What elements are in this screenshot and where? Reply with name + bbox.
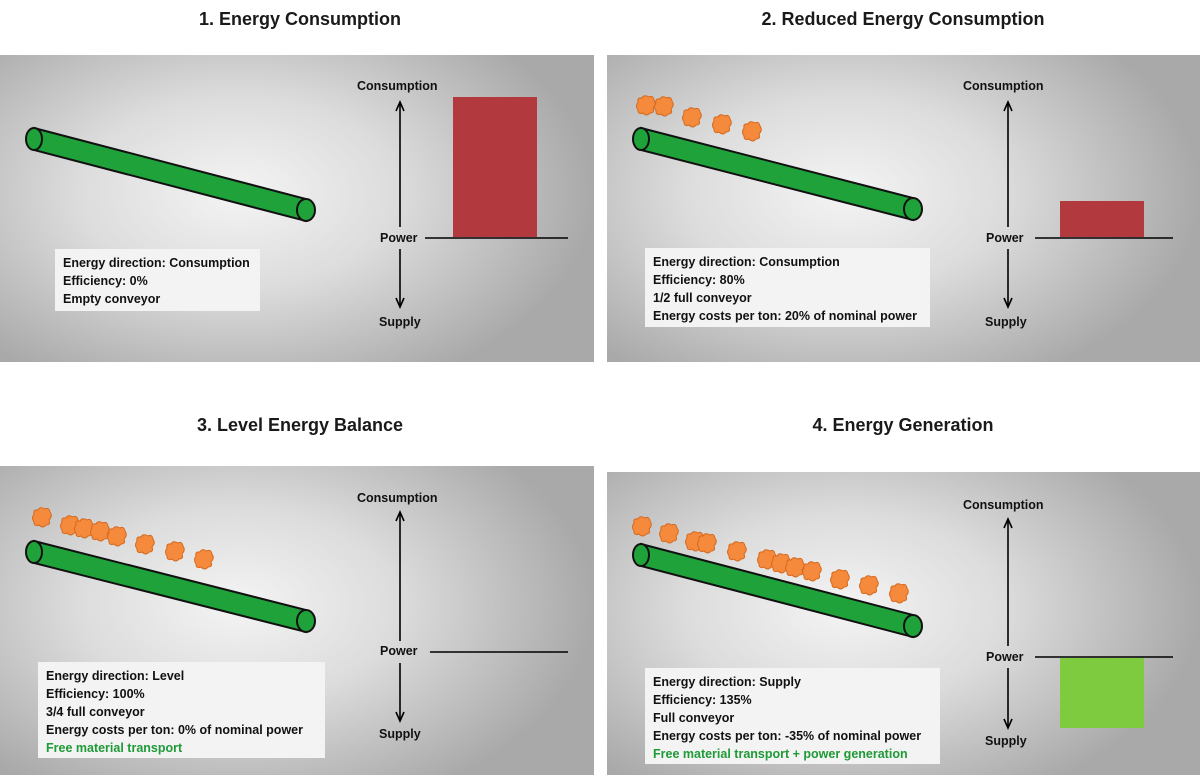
conveyor-fill: Full conveyor xyxy=(653,711,735,725)
axis-label-power: Power xyxy=(986,231,1024,245)
info-box: Energy direction: Consumption Efficiency… xyxy=(55,249,260,311)
energy-costs: Energy costs per ton: 0% of nominal powe… xyxy=(46,723,303,737)
power-bar xyxy=(1060,201,1144,237)
power-axis xyxy=(1003,100,1173,309)
axis-label-supply: Supply xyxy=(985,315,1027,329)
info-box: Energy direction: Supply Efficiency: 135… xyxy=(645,668,940,764)
panel-2: Consumption Power Supply Energy directio… xyxy=(607,55,1200,362)
info-box: Energy direction: Consumption Efficiency… xyxy=(645,248,930,327)
panel-4-title: 4. Energy Generation xyxy=(812,415,994,435)
axis-label-power: Power xyxy=(380,644,418,658)
efficiency: Efficiency: 100% xyxy=(46,687,145,701)
conveyor-roller xyxy=(632,126,923,222)
efficiency: Efficiency: 0% xyxy=(63,274,148,288)
axis-label-supply: Supply xyxy=(985,734,1027,748)
energy-costs: Energy costs per ton: -35% of nominal po… xyxy=(653,729,922,743)
energy-direction: Energy direction: Consumption xyxy=(653,255,840,269)
conveyor-fill: 1/2 full conveyor xyxy=(653,291,752,305)
panel-3-diagram xyxy=(25,507,568,723)
axis-label-consumption: Consumption xyxy=(963,498,1044,512)
benefit-note: Free material transport xyxy=(46,741,183,755)
axis-label-consumption: Consumption xyxy=(357,491,438,505)
material-lumps xyxy=(632,516,909,604)
power-axis xyxy=(395,100,568,309)
panel-2-title: 2. Reduced Energy Consumption xyxy=(761,9,1045,29)
energy-direction: Energy direction: Level xyxy=(46,669,185,683)
material-lumps xyxy=(32,507,214,570)
panel-4-diagram xyxy=(632,516,1173,730)
panel-1-title: 1. Energy Consumption xyxy=(198,9,402,29)
panel-4: Consumption Power Supply Energy directio… xyxy=(607,472,1200,775)
axis-label-supply: Supply xyxy=(379,315,421,329)
panel-1-diagram xyxy=(25,97,568,309)
panel-3: Consumption Power Supply Energy directio… xyxy=(0,466,594,775)
panel-2-diagram xyxy=(632,95,1173,309)
axis-label-power: Power xyxy=(380,231,418,245)
conveyor-roller xyxy=(632,542,923,639)
conveyor-roller xyxy=(25,126,316,223)
benefit-note: Free material transport + power generati… xyxy=(653,747,908,761)
power-axis xyxy=(395,510,568,723)
info-box: Energy direction: Level Efficiency: 100%… xyxy=(38,662,325,758)
axis-label-power: Power xyxy=(986,650,1024,664)
energy-direction: Energy direction: Supply xyxy=(653,675,801,689)
energy-costs: Energy costs per ton: 20% of nominal pow… xyxy=(653,309,917,323)
conveyor-fill: 3/4 full conveyor xyxy=(46,705,145,719)
panel-3-title: 3. Level Energy Balance xyxy=(196,415,404,435)
conveyor-fill: Empty conveyor xyxy=(63,292,161,306)
efficiency: Efficiency: 80% xyxy=(653,273,745,287)
conveyor-roller xyxy=(25,539,316,634)
axis-label-supply: Supply xyxy=(379,727,421,741)
power-bar xyxy=(1060,658,1144,728)
power-axis xyxy=(1003,517,1173,730)
axis-label-consumption: Consumption xyxy=(963,79,1044,93)
efficiency: Efficiency: 135% xyxy=(653,693,752,707)
energy-direction: Energy direction: Consumption xyxy=(63,256,250,270)
material-lumps xyxy=(636,95,762,142)
power-bar xyxy=(453,97,537,237)
axis-label-consumption: Consumption xyxy=(357,79,438,93)
panel-1: Consumption Power Supply Energy directio… xyxy=(0,55,594,362)
